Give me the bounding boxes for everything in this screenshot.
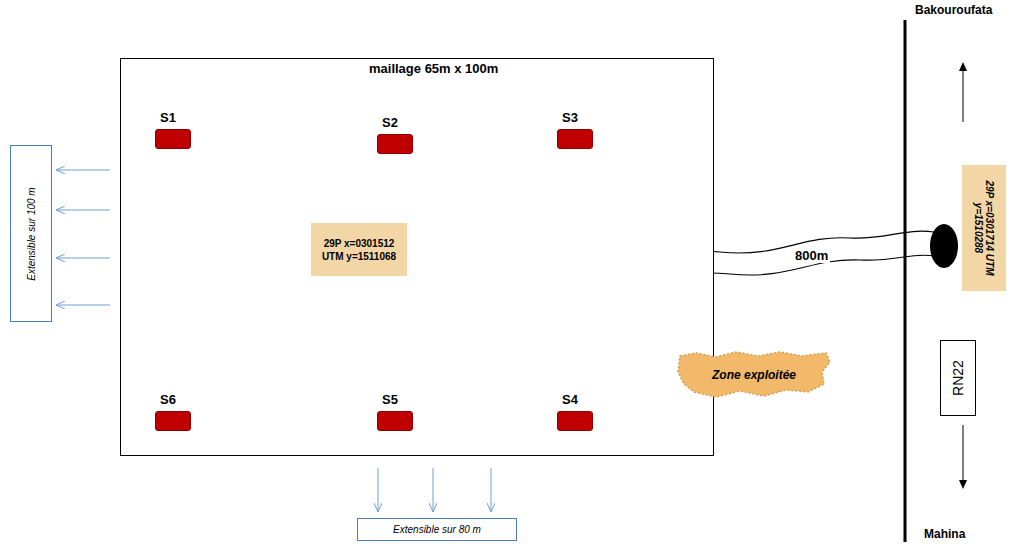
sample-label: S1 xyxy=(160,110,176,125)
info-box: Extensible sur 80 m xyxy=(357,518,517,541)
zone-label: Zone exploitée xyxy=(712,368,796,382)
sample-label: S5 xyxy=(382,392,398,407)
info-box: Extensible sur 100 m xyxy=(10,145,52,322)
extension-arrow xyxy=(56,210,110,211)
place-name: Mahina xyxy=(924,527,965,541)
sample-point: S6 xyxy=(155,411,191,431)
sample-point: S3 xyxy=(557,129,593,149)
grid-title: maillage 65m x 100m xyxy=(369,61,498,76)
place-name: Bakouroufata xyxy=(915,3,992,17)
extension-arrow xyxy=(56,170,110,171)
grid-area: maillage 65m x 100mS1S2S329P x=0301512 U… xyxy=(120,58,714,456)
sample-point: S2 xyxy=(377,134,413,154)
sample-point: S4 xyxy=(557,411,593,431)
extension-arrow xyxy=(491,468,492,512)
rotated-text: 29P x=0301714 UTM y=1510288 xyxy=(973,170,995,286)
sample-label: S4 xyxy=(562,392,578,407)
rotated-text: Extensible sur 100 m xyxy=(26,150,37,317)
distance-label: 800m xyxy=(793,248,830,263)
info-box: 29P x=0301512 UTM y=1511068 xyxy=(311,223,407,276)
sample-label: S3 xyxy=(562,110,578,125)
sample-point: S5 xyxy=(377,411,413,431)
village-point xyxy=(930,224,958,268)
extension-arrow xyxy=(378,468,379,512)
coordinate-text: 29P x=0301512 UTM y=1511068 xyxy=(318,237,400,263)
info-box: 29P x=0301714 UTM y=1510288 xyxy=(962,165,1006,291)
extension-arrow xyxy=(433,468,434,512)
direction-arrow xyxy=(963,425,964,485)
info-box: RN22 xyxy=(940,340,976,416)
direction-arrow xyxy=(963,66,964,122)
exploited-zone: Zone exploitée xyxy=(676,350,832,400)
sample-label: S6 xyxy=(160,392,176,407)
rotated-text: RN22 xyxy=(950,345,966,411)
extension-text: Extensible sur 80 m xyxy=(393,524,481,535)
extension-arrow xyxy=(56,305,110,306)
sample-label: S2 xyxy=(382,115,398,130)
sample-point: S1 xyxy=(155,129,191,149)
extension-arrow xyxy=(56,258,110,259)
road-line xyxy=(904,20,907,542)
